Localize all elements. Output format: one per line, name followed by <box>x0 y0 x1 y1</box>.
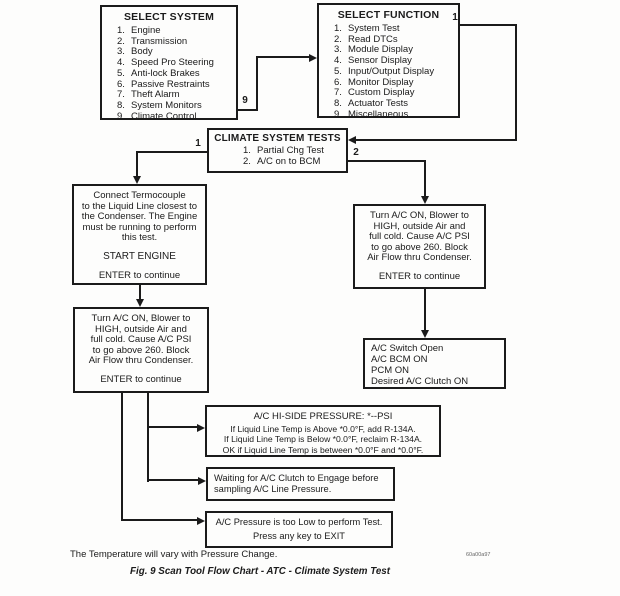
select-system-items: 1.Engine 2.Transmission 3.Body 4.Speed P… <box>102 23 236 122</box>
connector-line <box>121 519 198 521</box>
figure-caption: Fig. 9 Scan Tool Flow Chart - ATC - Clim… <box>130 566 391 577</box>
enter-prompt: ENTER to continue <box>98 269 181 281</box>
connector-line <box>238 109 257 111</box>
climate-tests-items: 1.Partial Chg Test 2.A/C on to BCM <box>209 144 346 167</box>
menu-item: 2.A/C on to BCM <box>243 156 321 167</box>
connector-line <box>147 392 149 482</box>
menu-item: 5.Anti-lock Brakes <box>117 67 200 79</box>
select-system-title: SELECT SYSTEM <box>123 11 215 23</box>
menu-item: 4.Sensor Display <box>334 55 412 67</box>
connector-line <box>256 56 258 111</box>
connector-line <box>515 24 517 141</box>
menu-item: 6.Passive Restraints <box>117 78 210 90</box>
turn-ac-on-left-text: Turn A/C ON, Blower to HIGH, outside Air… <box>88 313 194 367</box>
menu-item: 1.Partial Chg Test <box>243 145 324 156</box>
menu-item: 1.System Test <box>334 23 400 34</box>
arrowhead-down-icon <box>421 196 429 204</box>
menu-item: 3.Body <box>117 46 153 58</box>
menu-item: 8.System Monitors <box>117 99 202 111</box>
menu-item: 7.Custom Display <box>334 87 415 99</box>
connector-line <box>136 151 138 178</box>
arrowhead-right-icon <box>309 54 317 62</box>
arrowhead-left-icon <box>348 136 356 144</box>
connect-thermocouple-text: Connect Termocouple to the Liquid Line c… <box>81 190 198 244</box>
arrowhead-right-icon <box>197 517 205 525</box>
waiting-text: Waiting for A/C Clutch to Engage before … <box>214 473 379 494</box>
connector-line <box>460 24 517 26</box>
menu-item: 7.Theft Alarm <box>117 89 180 101</box>
menu-item: 2.Transmission <box>117 35 188 47</box>
arrowhead-down-icon <box>133 176 141 184</box>
arrowhead-down-icon <box>421 330 429 338</box>
start-engine-text: START ENGINE <box>103 250 176 262</box>
connector-line <box>424 288 426 332</box>
menu-item: 8.Actuator Tests <box>334 97 409 109</box>
connector-label-1-left: 1 <box>195 138 201 149</box>
menu-item: 5.Input/Output Display <box>334 65 435 77</box>
clutch-status-box: A/C Switch Open A/C BCM ON PCM ON Desire… <box>363 338 506 389</box>
select-function-box: SELECT FUNCTION 1.System Test 2.Read DTC… <box>317 3 460 120</box>
menu-item: 6.Monitor Display <box>334 76 414 88</box>
arrowhead-down-icon <box>136 299 144 307</box>
connector-line <box>137 151 207 153</box>
waiting-box: Waiting for A/C Clutch to Engage before … <box>206 467 395 501</box>
menu-item: 2.Read DTCs <box>334 33 398 45</box>
menu-item: 1.Engine <box>117 25 161 36</box>
enter-prompt: ENTER to continue <box>378 270 461 282</box>
pressure-low-line1: A/C Pressure is too Low to perform Test. <box>215 517 383 527</box>
turn-ac-on-right-text: Turn A/C ON, Blower to HIGH, outside Air… <box>367 210 472 264</box>
pressure-low-box: A/C Pressure is too Low to perform Test.… <box>205 511 393 548</box>
connector-label-1: 1 <box>452 12 458 23</box>
connector-line <box>121 392 123 521</box>
hi-side-pressure-box: A/C HI-SIDE PRESSURE: *--PSI If Liquid L… <box>205 405 441 457</box>
climate-system-tests-box: CLIMATE SYSTEM TESTS 1.Partial Chg Test … <box>207 128 348 173</box>
menu-item: 9.Miscellaneous <box>334 108 409 120</box>
connector-label-9: 9 <box>242 95 248 106</box>
menu-item: 9.Climate Control <box>117 110 197 122</box>
menu-item: 3.Module Display <box>334 44 413 56</box>
turn-ac-on-left-box: Turn A/C ON, Blower to HIGH, outside Air… <box>73 307 209 393</box>
arrowhead-right-icon <box>197 424 205 432</box>
select-system-box: SELECT SYSTEM 1.Engine 2.Transmission 3.… <box>100 5 238 122</box>
arrowhead-right-icon <box>198 477 206 485</box>
connector-line <box>424 160 426 198</box>
connector-line <box>139 285 141 301</box>
connector-line <box>256 56 311 58</box>
watermark-text: 60a00a97 <box>466 552 491 558</box>
menu-item: 4.Speed Pro Steering <box>117 57 214 69</box>
hi-side-pressure-title: A/C HI-SIDE PRESSURE: *--PSI <box>253 411 393 422</box>
select-function-title: SELECT FUNCTION <box>337 9 440 21</box>
select-function-items: 1.System Test 2.Read DTCs 3.Module Displ… <box>319 21 458 120</box>
connector-line <box>147 479 199 481</box>
connector-line <box>147 426 198 428</box>
pressure-low-line2: Press any key to EXIT <box>253 531 345 541</box>
turn-ac-on-right-box: Turn A/C ON, Blower to HIGH, outside Air… <box>353 204 486 289</box>
connector-label-2: 2 <box>353 147 359 158</box>
connect-thermocouple-box: Connect Termocouple to the Liquid Line c… <box>72 184 207 285</box>
hi-side-pressure-text: If Liquid Line Temp is Above *0.0°F, add… <box>222 424 424 455</box>
connector-line <box>348 160 426 162</box>
climate-tests-title: CLIMATE SYSTEM TESTS <box>214 133 341 144</box>
enter-prompt: ENTER to continue <box>100 373 182 385</box>
footnote-text: The Temperature will vary with Pressure … <box>70 549 278 560</box>
clutch-status-text: A/C Switch Open A/C BCM ON PCM ON Desire… <box>371 343 469 387</box>
connector-line <box>352 139 517 141</box>
